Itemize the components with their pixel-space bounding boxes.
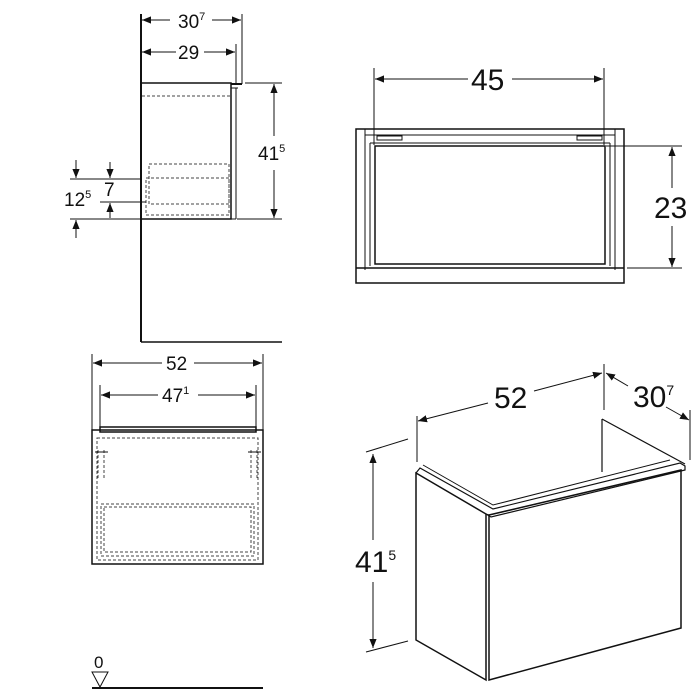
side-height-label: 415: [258, 143, 285, 165]
floor-level-label: 0: [94, 653, 103, 672]
front-drawer-width-label: 45: [471, 64, 504, 97]
level-marker-icon: [91, 671, 109, 689]
floor-reference: [91, 671, 263, 689]
side-drawer-offset-label: 125: [64, 189, 91, 211]
front-view: [91, 354, 264, 565]
side-body-depth-label: 29: [178, 43, 199, 64]
front-section-view: [355, 68, 682, 284]
front-drawer-height-label: 23: [654, 192, 687, 225]
iso-depth-label: 307: [633, 381, 674, 414]
side-drawer-height-label: 7: [104, 180, 115, 201]
isometric-view: [365, 364, 691, 682]
side-view: [70, 14, 282, 343]
front-overall-width-label: 52: [166, 354, 187, 375]
iso-width-label: 52: [494, 382, 527, 415]
iso-height-label: 415: [355, 546, 396, 579]
side-overall-depth-label: 307: [178, 11, 205, 33]
front-inner-width-label: 471: [162, 385, 189, 407]
